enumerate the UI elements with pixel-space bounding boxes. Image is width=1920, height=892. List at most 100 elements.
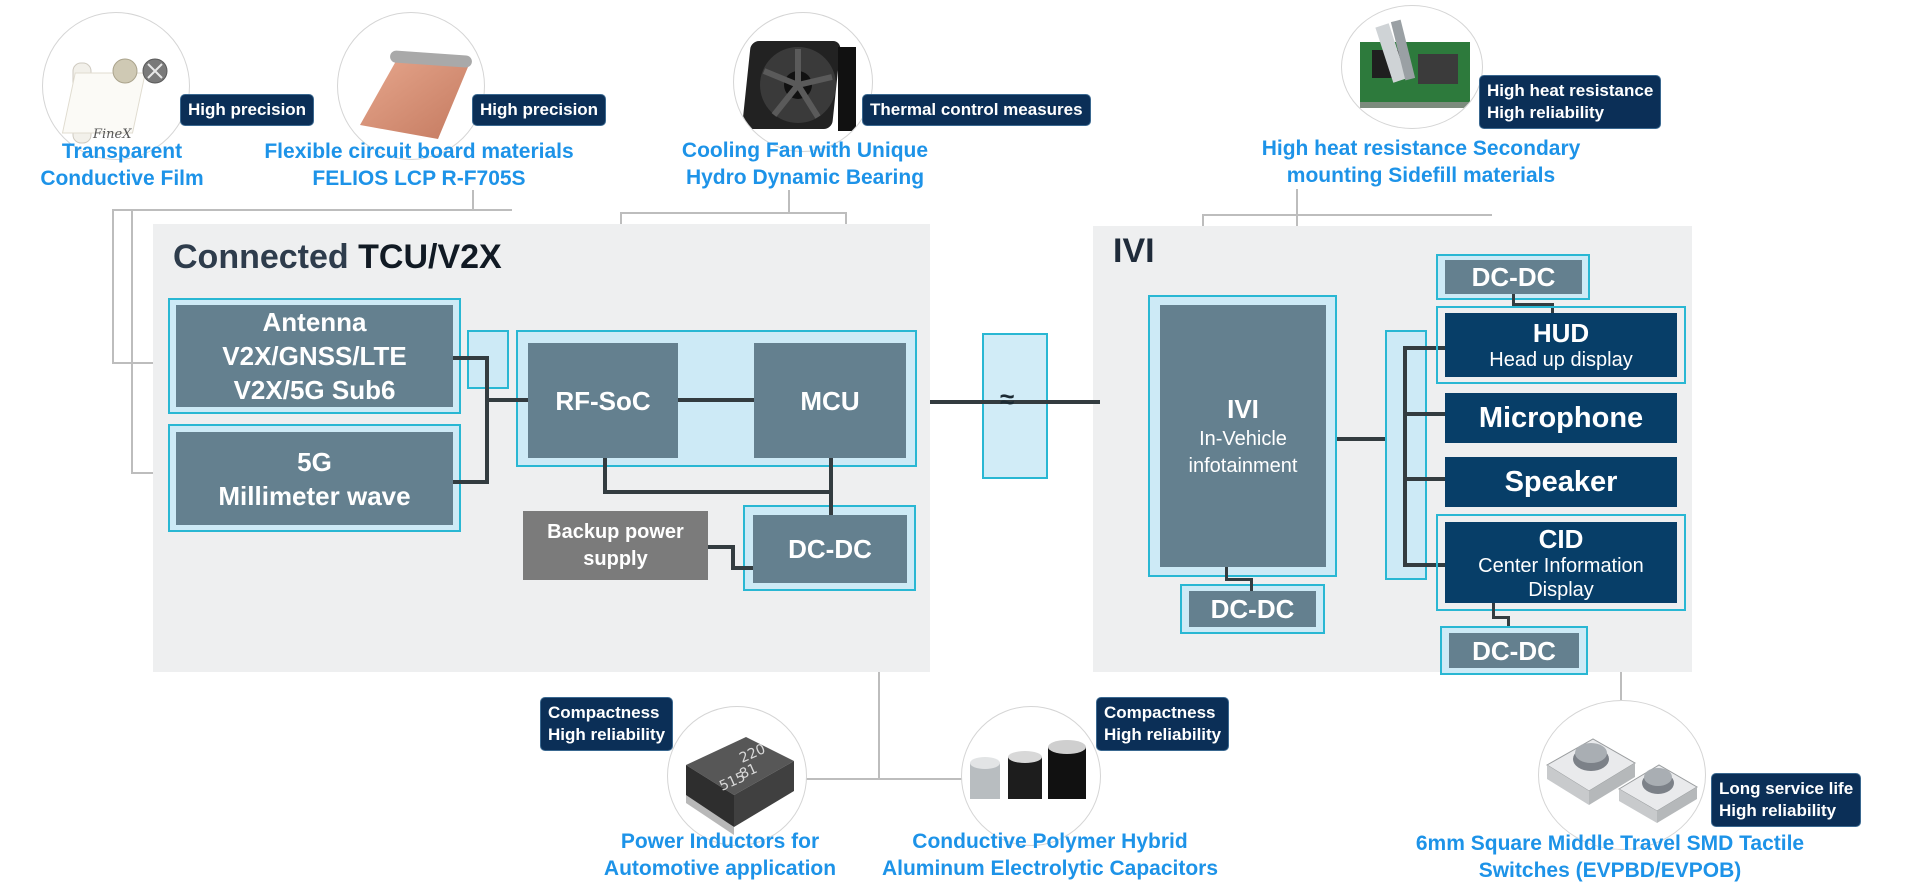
switch-image-circle (1538, 700, 1706, 850)
leader-dcdc-down (878, 590, 880, 780)
inductor-caption-line-1: Power Inductors for (620, 830, 820, 853)
capacitor-caption-line-2: Aluminum Electrolytic Capacitors (881, 857, 1219, 880)
fpc-caption: Flexible circuit board materials FELIOS … (252, 138, 586, 192)
fpc-badge-line-1: High precision (480, 100, 599, 119)
fan-badge: Thermal control measures (862, 94, 1091, 126)
millimeter-line-1: 5G (297, 446, 332, 477)
fan-caption-line-2: Hydro Dynamic Bearing (685, 166, 925, 189)
ivi-bus-out (1337, 437, 1387, 441)
film-caption: Transparent Conductive Film (22, 138, 222, 192)
cid-dcdc-link-a (1492, 603, 1495, 619)
fpc-caption-line-2: FELIOS LCP R-F705S (312, 167, 526, 190)
inductor-caption-line-2: Automotive application (603, 857, 837, 880)
millimeter-link-h (453, 480, 489, 484)
rfsoc-dcdc-h (603, 490, 833, 494)
sidefill-badge-line-1: High heat resistance (1487, 81, 1654, 100)
tcu-dcdc-block: DC-DC (753, 515, 907, 583)
sidefill-image-circle (1341, 5, 1483, 129)
rfsoc-label: RF-SoC (555, 385, 651, 416)
bus-cid (1403, 563, 1445, 567)
inductor-caption: Power Inductors for Automotive applicati… (570, 828, 870, 882)
millimeter-block: 5G Millimeter wave (176, 432, 453, 525)
ivi-block: IVI In-Vehicle infotainment (1160, 305, 1326, 567)
hud-dcdc-block: DC-DC (1445, 260, 1582, 294)
capacitor-badge-line-2: High reliability (1104, 725, 1222, 744)
rfsoc-down (603, 458, 607, 492)
cid-dcdc-link-c (1507, 616, 1510, 628)
rfsoc-link-h (487, 398, 528, 402)
hud-block: HUD Head up display (1445, 313, 1677, 377)
antenna-block: Antenna V2X/GNSS/LTE V2X/5G Sub6 (176, 305, 453, 407)
backup-line-2: supply (583, 547, 648, 570)
bus-hud (1403, 346, 1445, 350)
fan-badge-line-1: Thermal control measures (870, 100, 1083, 119)
inductor-badge-line-1: Compactness (548, 703, 660, 722)
switch-badge-line-2: High reliability (1719, 801, 1837, 820)
cid-dcdc-link-b (1492, 616, 1510, 619)
connector-symbol: ≈ (1000, 384, 1015, 414)
speaker-label: Speaker (1504, 466, 1618, 498)
hud-dcdc-link-c (1551, 303, 1554, 317)
bus-microphone (1403, 412, 1445, 416)
dispenser-board-icon (1360, 19, 1470, 108)
sidefill-caption: High heat resistance Secondary mounting … (1240, 135, 1602, 189)
rfsoc-block: RF-SoC (528, 343, 678, 458)
tcu-panel-title: Connected TCU/V2X (173, 238, 502, 277)
cid-sub-1: Center Information (1478, 554, 1644, 577)
backup-link-c (731, 566, 753, 570)
hud-dcdc-link-a (1512, 294, 1515, 306)
antenna-line-1: Antenna (262, 307, 367, 337)
leader-fpc-drop (472, 190, 474, 210)
rfsoc-mcu-link (678, 398, 754, 402)
cid-outline (1436, 514, 1686, 611)
backup-link-a (708, 545, 734, 549)
mcu-dcdc-v (829, 458, 833, 515)
cid-title: CID (1538, 523, 1584, 554)
film-badge-line-1: High precision (188, 100, 307, 119)
ivi-bus-vertical (1403, 346, 1407, 567)
leader-fan-drop (788, 190, 790, 212)
leader-ivi-top (1202, 214, 1492, 216)
ivi-sub-1: In-Vehicle (1199, 428, 1287, 450)
cid-dcdc-label: DC-DC (1472, 635, 1556, 666)
capacitor-badge-line-1: Compactness (1104, 703, 1216, 722)
ivi-panel-title: IVI (1113, 232, 1155, 270)
leader-fpc-vertical (131, 209, 133, 474)
millimeter-line-2: Millimeter wave (218, 480, 411, 511)
inductor-badge-line-2: High reliability (548, 725, 666, 744)
hud-dcdc-label: DC-DC (1471, 262, 1556, 292)
capacitor-image-circle (961, 706, 1101, 846)
hud-outline (1436, 306, 1686, 384)
fpc-badge: High precision (472, 94, 607, 126)
film-caption-line-2: Conductive Film (40, 167, 204, 190)
leader-millimeter-horizontal (131, 472, 172, 474)
inductor-badge: Compactness High reliability (540, 697, 674, 751)
ivi-dcdc-block: DC-DC (1189, 591, 1316, 627)
leader-top-horizontal (112, 209, 512, 211)
ivi-dcdc-link-b (1225, 578, 1253, 581)
fpc-image-circle (337, 12, 485, 160)
hud-sub: Head up display (1489, 349, 1633, 371)
ivi-dcdc-link-c (1250, 578, 1253, 591)
switch-caption-line-2: Switches (EVPBD/EVPOB) (1478, 859, 1742, 882)
rf-link-v (485, 356, 489, 484)
ivi-dcdc-link-a (1225, 567, 1228, 581)
fan-caption-line-1: Cooling Fan with Unique (681, 139, 929, 162)
backup-line-1: Backup power (547, 520, 684, 543)
bus-speaker (1403, 477, 1445, 481)
cid-dcdc-block: DC-DC (1449, 633, 1579, 668)
ivi-sub-2: infotainment (1188, 455, 1298, 477)
capacitor-caption-line-1: Conductive Polymer Hybrid (912, 830, 1188, 853)
capacitor-caption: Conductive Polymer Hybrid Aluminum Elect… (860, 828, 1240, 882)
cooling-fan-icon (742, 41, 856, 131)
tcu-title-main: TCU/V2X (358, 238, 502, 276)
capacitor-cans-icon (970, 740, 1086, 799)
sidefill-badge: High heat resistance High reliability (1479, 75, 1662, 129)
antenna-link-h (453, 356, 487, 360)
microphone-block: Microphone (1445, 393, 1677, 443)
leader-dcdc-bottom (770, 778, 990, 780)
film-caption-line-1: Transparent (61, 140, 183, 163)
ivi-title: IVI (1227, 394, 1259, 424)
mcu-label: MCU (800, 385, 860, 416)
interface-outline (982, 333, 1048, 479)
